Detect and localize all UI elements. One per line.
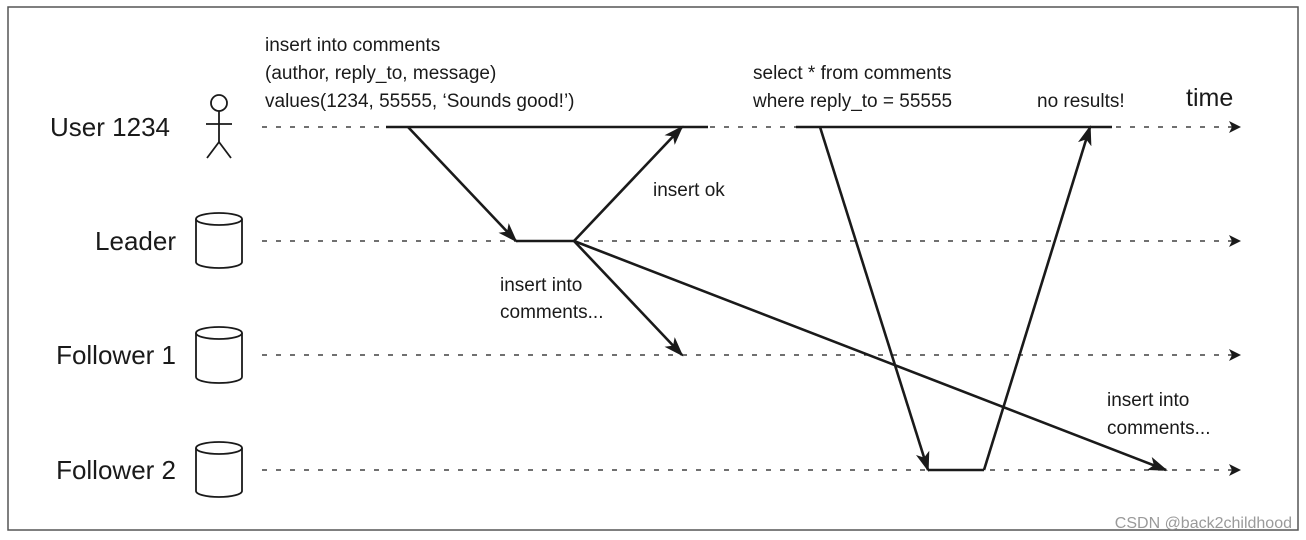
lane-label-leader: Leader [95, 226, 176, 256]
replication-follower1-text: insert into comments... [500, 275, 603, 323]
stick-figure-icon [206, 94, 232, 159]
insert-ok-label: insert ok [653, 180, 725, 201]
arrow-select-to-follower2 [818, 126, 930, 472]
watermark: CSDN @back2childhood [1115, 515, 1292, 532]
select-request-text: select * from comments where reply_to = … [752, 63, 957, 112]
lane-label-follower1: Follower 1 [56, 340, 176, 370]
arrow-no-results [982, 125, 1092, 471]
arrow-replicate-follower2 [573, 239, 1168, 472]
arrow-insert-ok [573, 125, 684, 242]
time-label: time [1186, 84, 1233, 112]
lane-label-user: User 1234 [50, 112, 170, 142]
database-cylinder-icon [195, 441, 243, 498]
arrow-replicate-follower1 [573, 240, 684, 357]
no-results-label: no results! [1037, 91, 1125, 112]
insert-request-text: insert into comments (author, reply_to, … [265, 35, 575, 112]
arrow-insert-to-leader [407, 126, 518, 243]
database-cylinder-icon [195, 212, 243, 269]
lane-label-follower2: Follower 2 [56, 455, 176, 485]
replication-follower2-text: insert into comments... [1107, 390, 1210, 439]
diagram-frame [7, 6, 1299, 531]
database-cylinder-icon [195, 326, 243, 384]
